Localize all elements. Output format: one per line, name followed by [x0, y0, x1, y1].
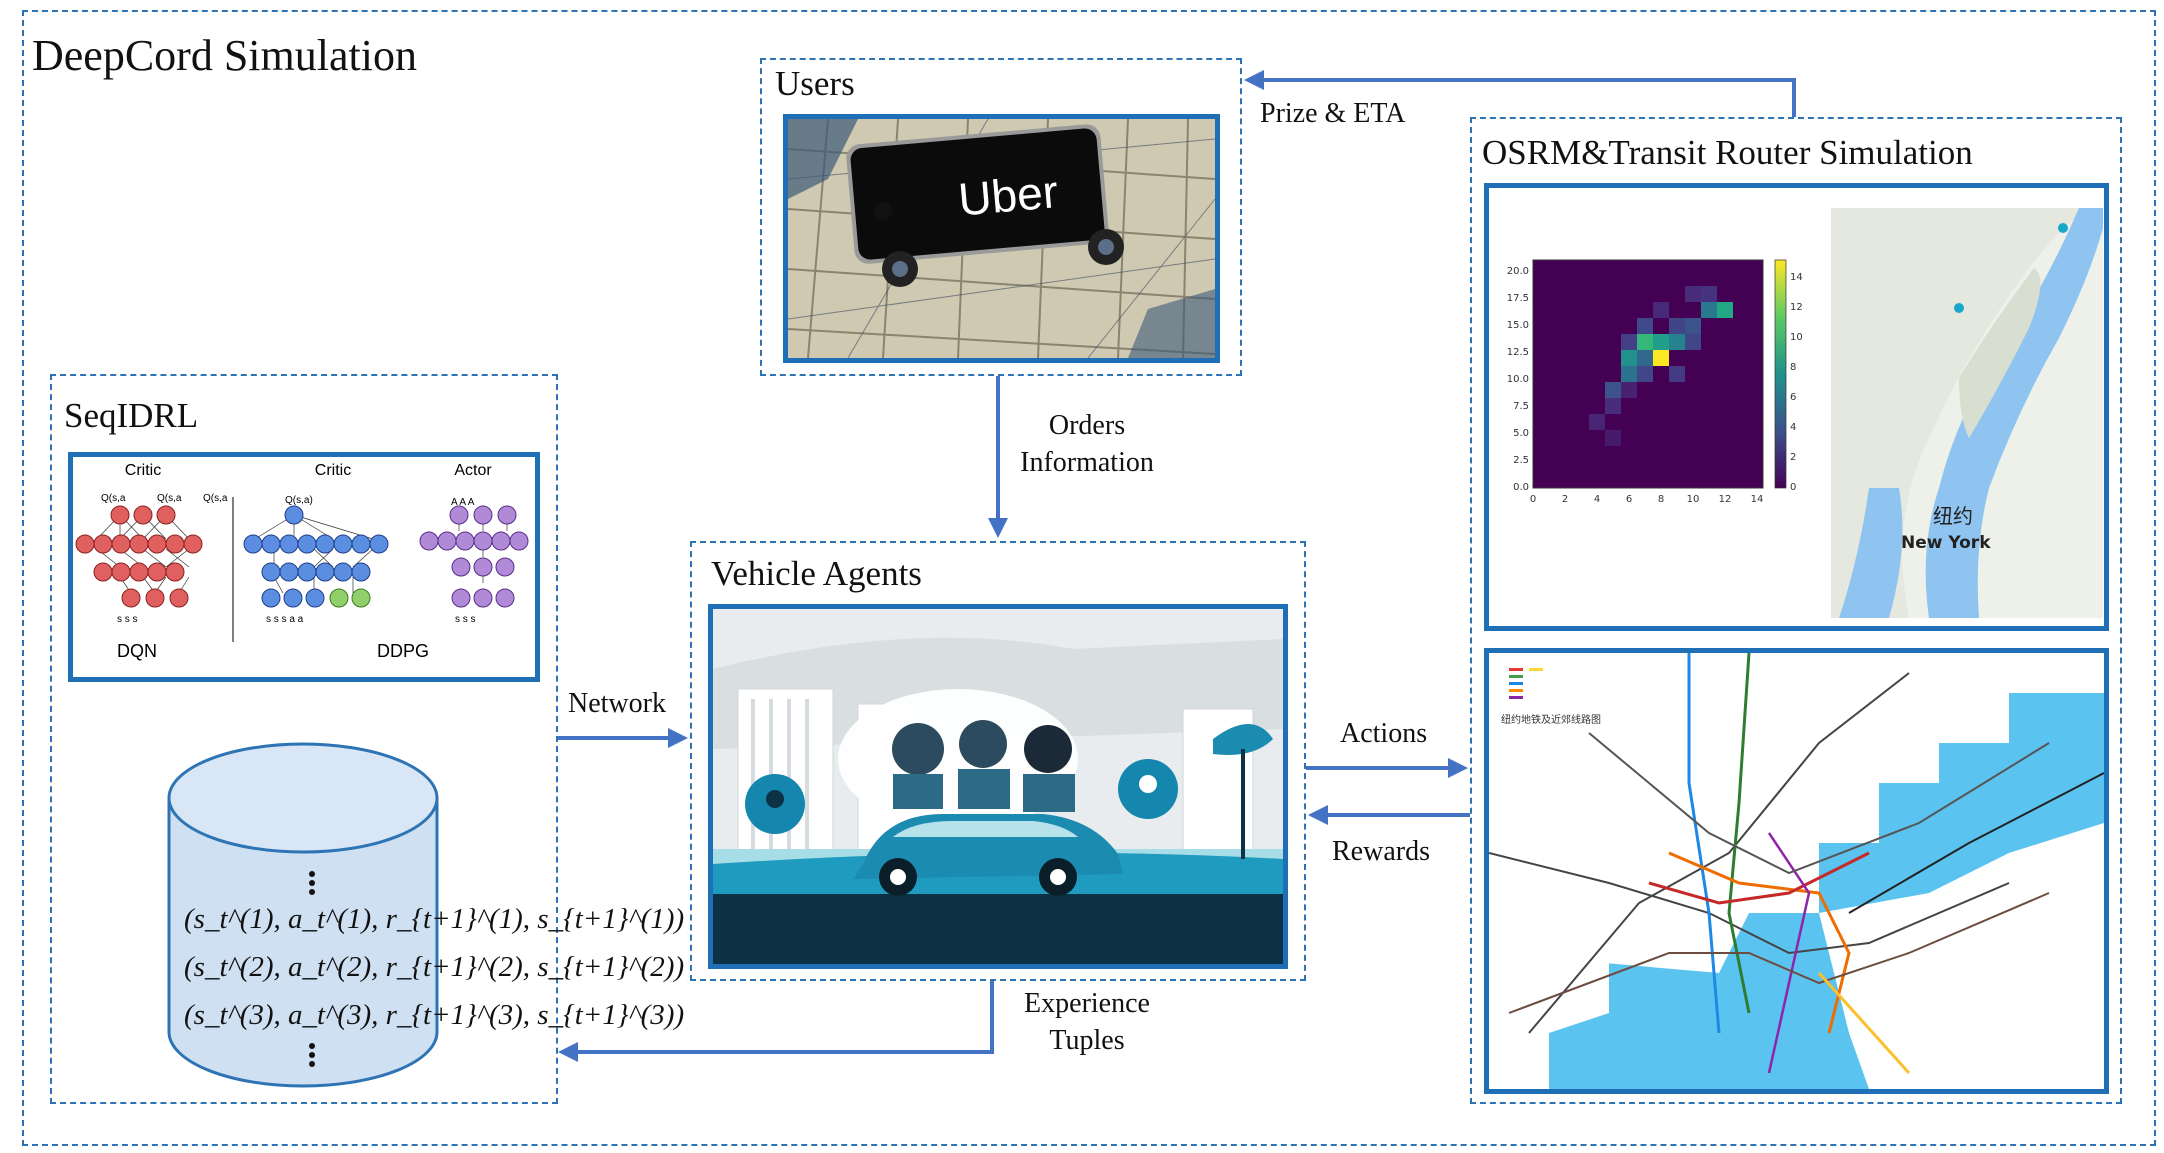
subway-map: 纽约地铁及近郊线路图: [1489, 653, 2104, 1089]
main-title: DeepCord Simulation: [32, 31, 417, 80]
svg-text:8: 8: [1658, 494, 1664, 505]
vehicle-agents-title: Vehicle Agents: [711, 554, 922, 593]
svg-text:12.5: 12.5: [1507, 347, 1529, 358]
tuple-3: (s_t^(3), a_t^(3), r_{t+1}^(3), s_{t+1}^…: [184, 999, 685, 1031]
svg-text:2: 2: [1562, 494, 1568, 505]
transit-map-panel: 纽约地铁及近郊线路图: [1484, 648, 2109, 1094]
heatmap-and-map-panel: 0.0 2.5 5.0 7.5 10.0 12.5 15.0 17.5 20.0…: [1484, 183, 2109, 631]
router-frame: [1470, 117, 2122, 1104]
prize-eta-arrow: [1244, 70, 1796, 117]
subway-map-title: 纽约地铁及近郊线路图: [1501, 713, 1601, 726]
neural-network-diagram: Critic Critic Actor Q(s,a Q(s,a Q(s,a Q(s,…: [68, 452, 540, 682]
vehicle-agents-frame: [690, 541, 1306, 981]
actions-label: Actions: [1340, 718, 1428, 749]
svg-text:5.0: 5.0: [1513, 428, 1529, 439]
ddpg-label: DDPG: [377, 641, 429, 661]
map-label-en: New York: [1901, 533, 1991, 553]
colorbar-ticks: 0 2 4 6 8 10 12 14: [1790, 272, 1803, 493]
network-label: Network: [568, 688, 666, 719]
svg-text:4: 4: [1594, 494, 1600, 505]
svg-text:14: 14: [1751, 494, 1764, 505]
replay-buffer-cylinder: [167, 742, 439, 1088]
svg-text:2.5: 2.5: [1513, 455, 1529, 466]
svg-text:14: 14: [1790, 272, 1803, 283]
svg-text:12: 12: [1790, 302, 1803, 313]
rewards-label: Rewards: [1332, 836, 1430, 867]
experience-arrow: [558, 981, 994, 1062]
orders-information-label: Orders Information: [1020, 410, 1154, 478]
nyc-map: 纽约 New York: [1831, 208, 2103, 618]
svg-text:7.5: 7.5: [1513, 401, 1529, 412]
svg-text:s s s: s s s: [455, 614, 476, 625]
experience-tuples-list: (s_t^(1), a_t^(1), r_{t+1}^(1), s_{t+1}^…: [184, 895, 684, 1039]
svg-text:6: 6: [1626, 494, 1632, 505]
svg-text:8: 8: [1790, 362, 1796, 373]
deepcord-frame: [22, 10, 2156, 1146]
svg-text:A A A: A A A: [451, 497, 475, 508]
svg-text:Q(s,a: Q(s,a: [157, 493, 182, 504]
critic-header-1: Critic: [125, 462, 161, 479]
heatmap-x-ticks: 0 2 4 6 8 10 12 14: [1530, 494, 1764, 505]
heatmap-colorbar: [1774, 259, 1787, 489]
critic-header-2: Critic: [315, 462, 351, 479]
seqidrl-title: SeqIDRL: [64, 396, 199, 435]
svg-text:s s s: s s s: [117, 614, 138, 625]
svg-text:0.0: 0.0: [1513, 482, 1529, 493]
svg-text:0: 0: [1530, 494, 1536, 505]
users-frame: [760, 58, 1242, 376]
svg-text:10: 10: [1790, 332, 1803, 343]
svg-text:Q(s,a): Q(s,a): [285, 495, 313, 506]
actor-header: Actor: [454, 462, 492, 479]
street-map-illustration: Uber: [788, 119, 1215, 358]
dqn-label: DQN: [117, 641, 157, 661]
rideshare-car-illustration: [708, 604, 1288, 969]
uber-phone-image: Uber: [783, 114, 1220, 363]
subway-legend: [1509, 668, 1543, 699]
users-title: Users: [775, 64, 855, 103]
heatmap-cells: [1589, 286, 1733, 446]
svg-text:10: 10: [1687, 494, 1700, 505]
svg-text:4: 4: [1790, 422, 1796, 433]
map-label-cn: 纽约: [1933, 504, 1973, 528]
svg-text:10.0: 10.0: [1507, 374, 1529, 385]
svg-text:12: 12: [1719, 494, 1732, 505]
experience-tuples-label: Experience Tuples: [1024, 988, 1150, 1056]
svg-text:15.0: 15.0: [1507, 320, 1529, 331]
svg-text:s s s a a: s s s a a: [266, 614, 304, 625]
heatmap-y-ticks: 0.0 2.5 5.0 7.5 10.0 12.5 15.0 17.5 20.0: [1507, 266, 1529, 493]
svg-text:20.0: 20.0: [1507, 266, 1529, 277]
svg-text:0: 0: [1790, 482, 1796, 493]
tuple-2: (s_t^(2), a_t^(2), r_{t+1}^(2), s_{t+1}^…: [184, 951, 685, 983]
seqidrl-frame: [50, 374, 558, 1104]
svg-text:Q(s,a: Q(s,a: [203, 493, 228, 504]
prize-eta-label: Prize & ETA: [1260, 98, 1406, 129]
uber-logo: Uber: [956, 165, 1060, 225]
svg-text:2: 2: [1790, 452, 1796, 463]
svg-text:6: 6: [1790, 392, 1796, 403]
svg-text:17.5: 17.5: [1507, 293, 1529, 304]
svg-text:Q(s,a: Q(s,a: [101, 493, 126, 504]
tuple-1: (s_t^(1), a_t^(1), r_{t+1}^(1), s_{t+1}^…: [184, 903, 685, 935]
router-title: OSRM&Transit Router Simulation: [1482, 133, 1973, 172]
demand-heatmap: 0.0 2.5 5.0 7.5 10.0 12.5 15.0 17.5 20.0…: [1507, 208, 2103, 618]
